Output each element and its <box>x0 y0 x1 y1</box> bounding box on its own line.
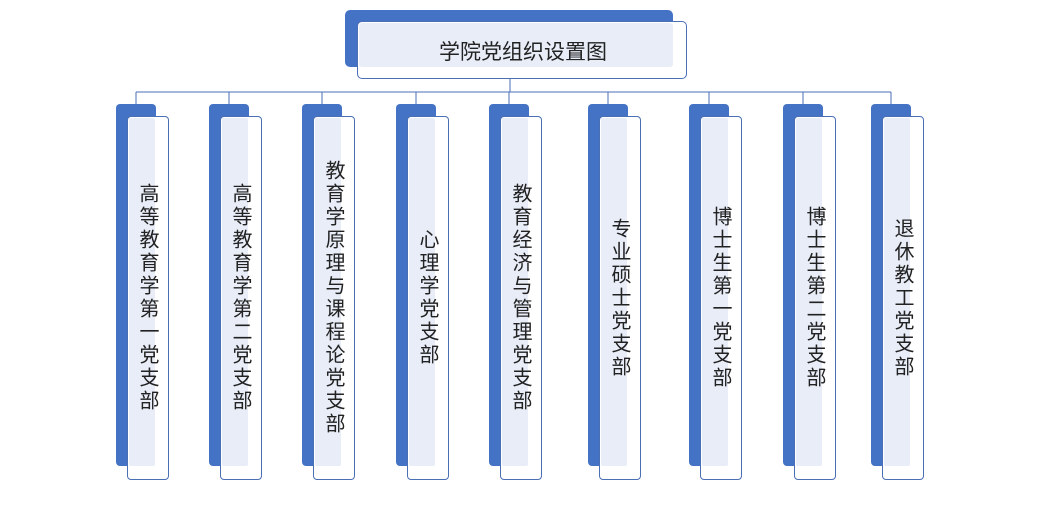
branch-node-fill <box>315 118 341 466</box>
branch-node-fill <box>796 118 822 466</box>
branch-node-fill <box>129 118 155 466</box>
branch-node-fill <box>702 118 728 466</box>
branch-label: 高等教育学第一党支部 <box>136 183 160 413</box>
branch-label: 博士生第二党支部 <box>803 206 827 390</box>
branch-node: 教育学原理与课程论党支部 <box>313 116 355 480</box>
branch-label: 教育学原理与课程论党支部 <box>322 160 346 436</box>
branch-label: 教育经济与管理党支部 <box>509 183 533 413</box>
branch-node-fill <box>884 118 910 466</box>
branch-node-fill <box>601 118 627 466</box>
branch-node-fill <box>409 118 435 466</box>
branch-label: 博士生第一党支部 <box>709 206 733 390</box>
branch-label: 高等教育学第二党支部 <box>229 183 253 413</box>
branch-node: 专业硕士党支部 <box>599 116 641 480</box>
branch-node: 退休教工党支部 <box>882 116 924 480</box>
branch-label: 退休教工党支部 <box>891 217 915 379</box>
branch-label: 专业硕士党支部 <box>608 217 632 379</box>
branch-node: 博士生第一党支部 <box>700 116 742 480</box>
branch-node-fill <box>222 118 248 466</box>
root-node: 学院党组织设置图 <box>357 21 687 79</box>
branch-node-fill <box>502 118 528 466</box>
root-node-fill <box>359 23 673 67</box>
branch-label: 心理学党支部 <box>416 229 440 367</box>
branch-node: 教育经济与管理党支部 <box>500 116 542 480</box>
branch-node: 高等教育学第二党支部 <box>220 116 262 480</box>
branch-node: 高等教育学第一党支部 <box>127 116 169 480</box>
branch-node: 博士生第二党支部 <box>794 116 836 480</box>
diagram-title: 学院党组织设置图 <box>439 40 607 64</box>
branch-node: 心理学党支部 <box>407 116 449 480</box>
